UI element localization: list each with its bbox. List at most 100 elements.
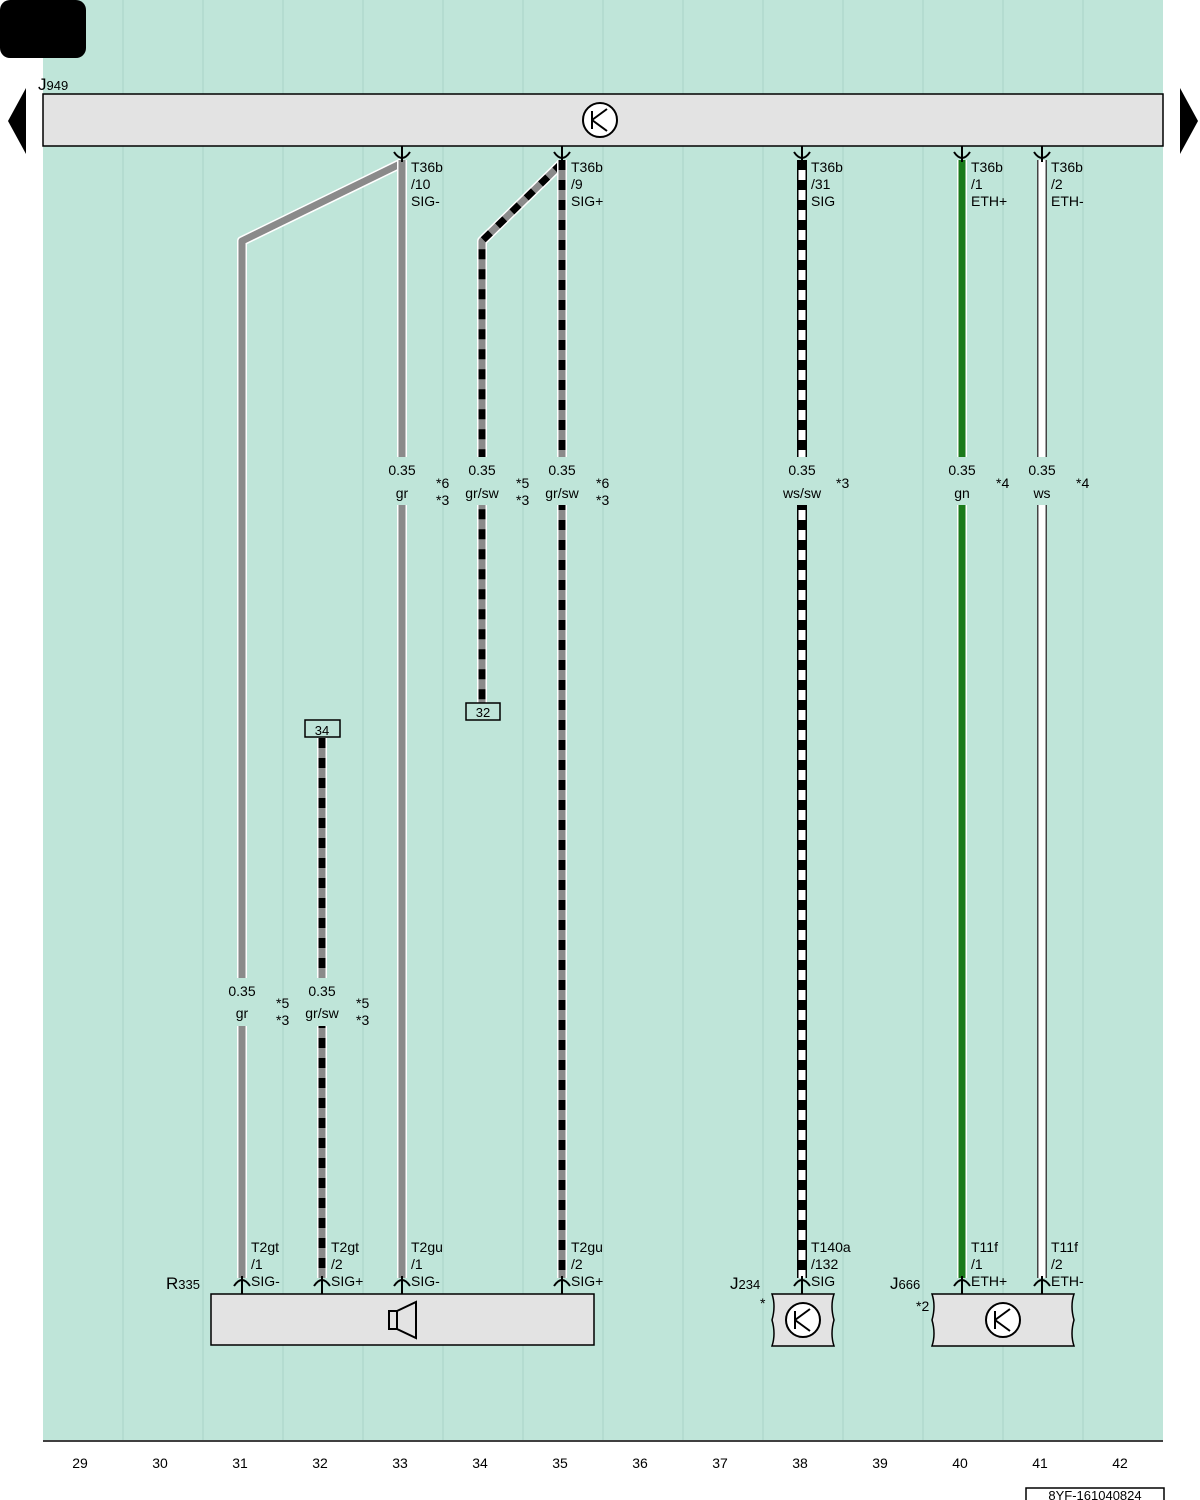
column-number: 42	[1112, 1455, 1128, 1471]
svg-text:SIG-: SIG-	[411, 1273, 440, 1289]
top-pin-label-33: T36b /10 SIG-	[411, 159, 443, 209]
column-grid	[122, 0, 1084, 1440]
svg-text:34: 34	[315, 723, 329, 738]
bottom-pin-label-33: T2gu /1 SIG-	[411, 1239, 443, 1289]
svg-text:/1: /1	[971, 1256, 983, 1272]
svg-text:0.35: 0.35	[388, 462, 415, 478]
wire-label-33: 0.35 gr *6 *3	[388, 462, 449, 508]
svg-text:T36b: T36b	[411, 159, 443, 175]
speaker-icon	[388, 1300, 417, 1340]
top-connector-symbols	[393, 146, 1051, 162]
svg-text:SIG+: SIG+	[331, 1273, 363, 1289]
wire-34-gr-sw	[477, 159, 566, 703]
unit-j666-note: *2	[916, 1298, 929, 1314]
bottom-pin-label-32: T2gt /2 SIG+	[331, 1239, 363, 1289]
wire-31-gr	[237, 158, 405, 1278]
unit-j666-label: J666	[890, 1274, 920, 1293]
svg-text:SIG+: SIG+	[571, 193, 603, 209]
svg-text:ws: ws	[1032, 485, 1050, 501]
svg-text:0.35: 0.35	[948, 462, 975, 478]
column-number: 41	[1032, 1455, 1048, 1471]
svg-text:SIG: SIG	[811, 1273, 835, 1289]
column-number: 38	[792, 1455, 808, 1471]
wire-label-41: 0.35 ws *4	[1028, 462, 1089, 501]
svg-text:/2: /2	[1051, 1256, 1063, 1272]
svg-text:ETH+: ETH+	[971, 1273, 1007, 1289]
svg-text:gr: gr	[396, 485, 409, 501]
unit-j234-icon	[785, 1302, 821, 1338]
speaker-unit	[210, 1293, 595, 1346]
svg-text:gr/sw: gr/sw	[465, 485, 499, 501]
svg-text:gr/sw: gr/sw	[305, 1005, 339, 1021]
previous-page-arrow-icon[interactable]	[8, 88, 26, 154]
svg-text:ETH-: ETH-	[1051, 1273, 1084, 1289]
unit-j234-note: *	[760, 1295, 766, 1311]
column-number: 30	[152, 1455, 168, 1471]
svg-text:T36b: T36b	[1051, 159, 1083, 175]
column-number: 33	[392, 1455, 408, 1471]
column-number: 39	[872, 1455, 888, 1471]
svg-text:gr: gr	[236, 1005, 249, 1021]
svg-text:gn: gn	[954, 485, 970, 501]
speaker-unit-label: R335	[166, 1274, 200, 1293]
svg-text:ws/sw: ws/sw	[782, 485, 822, 501]
reference-box-32[interactable]: 32	[465, 702, 501, 721]
svg-text:0.35: 0.35	[228, 983, 255, 999]
svg-text:*4: *4	[1076, 475, 1089, 491]
doc-number-box	[1025, 1487, 1165, 1500]
doc-number: 8YF-161040824	[1048, 1488, 1141, 1500]
svg-text:0.35: 0.35	[788, 462, 815, 478]
svg-text:/2: /2	[571, 1256, 583, 1272]
wire-label-31: 0.35 gr *5 *3	[228, 983, 289, 1028]
top-pin-label-40: T36b /1 ETH+	[971, 159, 1007, 209]
control-unit-icon	[582, 102, 618, 138]
column-number: 37	[712, 1455, 728, 1471]
svg-text:/2: /2	[331, 1256, 343, 1272]
wire-label-40: 0.35 gn *4	[948, 462, 1009, 501]
svg-text:T36b: T36b	[811, 159, 843, 175]
svg-text:*5: *5	[516, 475, 529, 491]
svg-text:*5: *5	[356, 995, 369, 1011]
svg-text:SIG-: SIG-	[251, 1273, 280, 1289]
svg-text:/1: /1	[971, 176, 983, 192]
svg-text:*3: *3	[276, 1012, 289, 1028]
svg-text:/132: /132	[811, 1256, 838, 1272]
unit-j234-label: J234	[730, 1274, 760, 1293]
wire-label-38: 0.35 ws/sw *3	[782, 462, 850, 501]
column-number: 40	[952, 1455, 968, 1471]
svg-text:T36b: T36b	[571, 159, 603, 175]
column-number: 34	[472, 1455, 488, 1471]
next-page-arrow-icon[interactable]	[1180, 88, 1198, 154]
svg-text:*3: *3	[596, 492, 609, 508]
svg-text:32: 32	[476, 705, 490, 720]
wire-label-35: 0.35 gr/sw *6 *3	[545, 462, 609, 508]
svg-text:/9: /9	[571, 176, 583, 192]
column-number: 31	[232, 1455, 248, 1471]
svg-text:0.35: 0.35	[548, 462, 575, 478]
svg-text:/10: /10	[411, 176, 431, 192]
svg-text:/2: /2	[1051, 176, 1063, 192]
svg-text:*6: *6	[436, 475, 449, 491]
svg-text:ETH+: ETH+	[971, 193, 1007, 209]
column-number: 29	[72, 1455, 88, 1471]
top-pin-label-38: T36b /31 SIG	[811, 159, 843, 209]
svg-text:SIG+: SIG+	[571, 1273, 603, 1289]
svg-text:T140a: T140a	[811, 1239, 851, 1255]
svg-text:T2gu: T2gu	[571, 1239, 603, 1255]
reference-box-34[interactable]: 34	[304, 719, 341, 738]
bottom-pin-label-35: T2gu /2 SIG+	[571, 1239, 603, 1289]
svg-text:0.35: 0.35	[308, 983, 335, 999]
svg-text:0.35: 0.35	[1028, 462, 1055, 478]
svg-text:ETH-: ETH-	[1051, 193, 1084, 209]
svg-text:0.35: 0.35	[468, 462, 495, 478]
svg-text:gr/sw: gr/sw	[545, 485, 579, 501]
column-number: 35	[552, 1455, 568, 1471]
svg-text:/1: /1	[251, 1256, 263, 1272]
svg-text:*4: *4	[996, 475, 1009, 491]
svg-text:*3: *3	[516, 492, 529, 508]
svg-text:*3: *3	[836, 475, 849, 491]
bottom-pin-label-41: T11f /2 ETH-	[1051, 1239, 1084, 1289]
svg-text:*6: *6	[596, 475, 609, 491]
svg-text:T2gt: T2gt	[331, 1239, 359, 1255]
